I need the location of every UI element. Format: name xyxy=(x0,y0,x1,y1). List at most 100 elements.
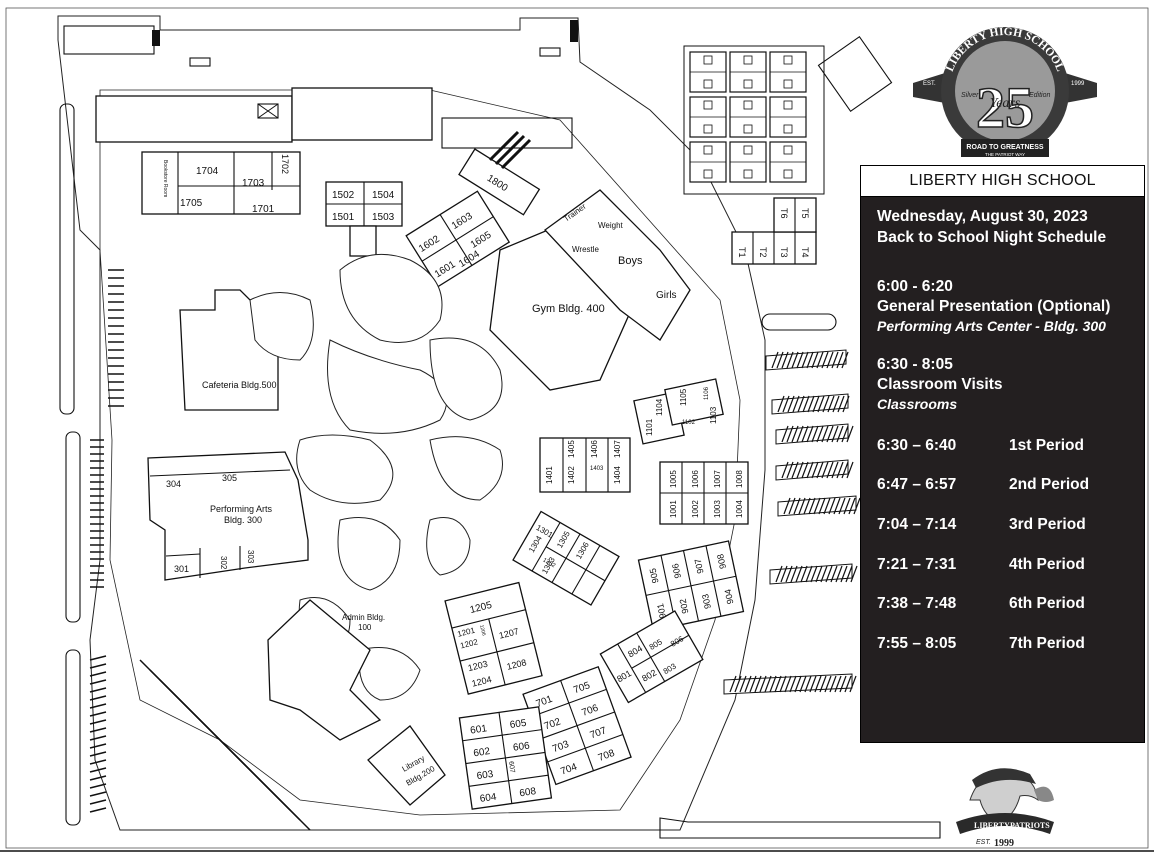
parking-stripe xyxy=(89,719,107,725)
room-1101-label: 1101 xyxy=(645,418,654,436)
parking-bay-stripe xyxy=(836,425,844,443)
performing-arts-building-300: 304 305 Performing Arts Bldg. 300 301 30… xyxy=(147,451,309,581)
room-902-label: 902 xyxy=(678,598,691,615)
parking-bay-stripe xyxy=(787,395,795,413)
room-1402-label: 1402 xyxy=(567,466,576,484)
room-1006-label: 1006 xyxy=(691,470,700,488)
parking-bay-stripe xyxy=(791,425,799,443)
logo-years: Years xyxy=(990,96,1021,111)
parking-bay-stripe xyxy=(783,497,791,515)
parking-bay xyxy=(723,673,857,695)
parking-stripe xyxy=(89,695,107,701)
parking-bay-stripe xyxy=(801,425,809,443)
t1-label: T1 xyxy=(737,247,747,258)
parking-bay-stripe xyxy=(822,395,830,413)
parking-bay-stripe xyxy=(846,425,854,443)
parking-bay-stripe xyxy=(775,565,783,583)
room-305-label: 305 xyxy=(222,473,237,483)
period-2-name: 2nd Period xyxy=(1009,476,1090,493)
t2-label: T2 xyxy=(758,247,768,258)
parking-bay-stripe xyxy=(771,351,779,369)
parking-bay-stripe xyxy=(834,675,842,693)
room-1403-label: 1403 xyxy=(590,466,604,472)
building-1600: 1603 1602 1605 1601 1604 xyxy=(405,190,511,288)
north-court xyxy=(441,117,573,149)
court-mark xyxy=(743,145,753,155)
parking-bay-stripe xyxy=(744,675,752,693)
room-1005-label: 1005 xyxy=(669,470,678,488)
parking-bay-stripe xyxy=(781,425,789,443)
room-1103-label: 1103 xyxy=(709,406,718,424)
t6-label: T6 xyxy=(779,208,789,219)
room-608-label: 608 xyxy=(519,786,537,799)
t4-label: T4 xyxy=(800,247,810,258)
logo-year: 1999 xyxy=(1071,81,1085,87)
parking-bay-stripe xyxy=(800,565,808,583)
parking-stripe xyxy=(89,679,107,685)
session-2-time: 6:30 - 8:05 xyxy=(877,356,953,373)
parking-bay-stripe xyxy=(821,351,829,369)
building-1700: 1704 1703 1702 1705 1701 Bookstore Room xyxy=(141,151,301,215)
period-5-name: 6th Period xyxy=(1009,595,1085,612)
room-603-label: 603 xyxy=(476,769,494,782)
left-strip-3 xyxy=(65,649,81,826)
parking-stripe xyxy=(89,751,107,757)
parking-stripe xyxy=(269,789,311,831)
parking-bay-stripe xyxy=(754,675,762,693)
room-301-label: 301 xyxy=(174,564,189,574)
liberty-patriots-logo: LIBERTY PATRIOTS EST. 1999 xyxy=(956,768,1054,849)
court-mark xyxy=(703,145,713,155)
court-mark xyxy=(743,124,753,134)
top-right-mark xyxy=(570,20,578,42)
room-904-label: 904 xyxy=(723,588,736,605)
patriot-banner xyxy=(956,813,1054,834)
parking-bay-stripe xyxy=(791,461,799,479)
parking-bay-stripe xyxy=(811,425,819,443)
room-906-label: 906 xyxy=(670,563,683,580)
parking-bay-stripe xyxy=(785,565,793,583)
room-601-label: 601 xyxy=(470,723,488,736)
room-1102-label: 1102 xyxy=(682,420,696,426)
girls-label: Girls xyxy=(656,290,677,301)
parking-bay-stripe xyxy=(786,461,794,479)
parking-bay-stripe xyxy=(844,675,852,693)
room-1203-label: 1203 xyxy=(467,659,489,674)
parking-bay-stripe xyxy=(776,351,784,369)
room-1404-label: 1404 xyxy=(613,466,622,484)
period-1-name: 1st Period xyxy=(1009,437,1084,454)
period-1-time: 6:30 – 6:40 xyxy=(877,437,957,454)
t3-label: T3 xyxy=(779,247,789,258)
parking-bay-stripe xyxy=(811,351,819,369)
bookstore-label: Bookstore Room xyxy=(162,160,168,197)
room-302-label: 302 xyxy=(219,556,228,570)
room-1205-label: 1205 xyxy=(469,600,494,616)
room-605-label: 605 xyxy=(509,718,527,731)
parking-bay-stripe xyxy=(795,565,803,583)
parking-bay-stripe xyxy=(828,497,836,515)
parking-bay-stripe xyxy=(792,395,800,413)
parking-bay-stripe xyxy=(779,675,787,693)
schedule-panel: LIBERTY HIGH SCHOOL Wednesday, August 30… xyxy=(860,165,1145,743)
parking-bay-stripe xyxy=(841,461,849,479)
room-1201-label: 1201 xyxy=(456,626,476,639)
room-1008-label: 1008 xyxy=(735,470,744,488)
parking-right xyxy=(723,349,861,695)
parking-bay xyxy=(771,393,850,415)
room-903-label: 903 xyxy=(700,593,713,610)
parking-bay-stripe xyxy=(809,675,817,693)
tennis-courts xyxy=(683,45,825,195)
room-607-label: 607 xyxy=(507,761,516,774)
parking-bay-stripe xyxy=(811,461,819,479)
court-mark xyxy=(783,145,793,155)
parking-bay-stripe xyxy=(825,565,833,583)
parking-bay-stripe xyxy=(832,395,840,413)
building-700: 701 705 702 706 703 707 704 708 xyxy=(522,666,632,786)
parking-stripe xyxy=(89,775,107,781)
room-1501-label: 1501 xyxy=(332,212,355,223)
parking-bay-stripe xyxy=(835,565,843,583)
parking-bay-stripe xyxy=(789,675,797,693)
room-907-label: 907 xyxy=(693,558,706,575)
portables: T1 T2 T3 T4 T5 T6 xyxy=(731,197,817,265)
building-1800: 1800 xyxy=(458,148,541,216)
patriot-text-2: PATRIOTS xyxy=(1010,821,1050,830)
